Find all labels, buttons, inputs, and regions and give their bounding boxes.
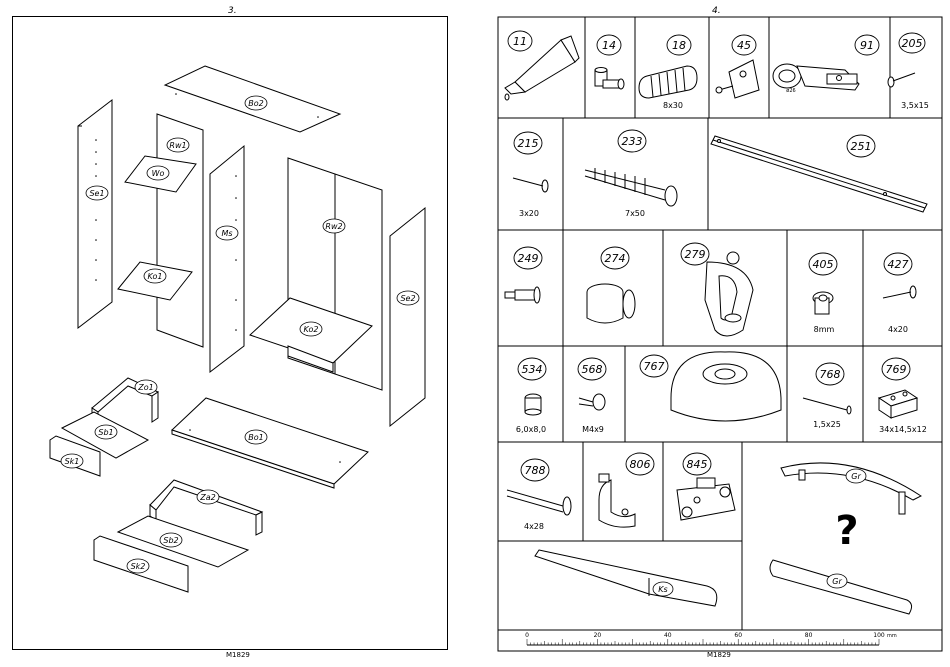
ruler-label: 20 xyxy=(594,632,602,639)
ruler-label: 100 xyxy=(873,632,885,639)
hardware-number: 14 xyxy=(602,39,616,52)
hardware-number: 806 xyxy=(630,458,651,471)
part-label: Zo1 xyxy=(137,383,153,392)
threaded-insert-icon xyxy=(525,394,541,415)
part-label: Bo1 xyxy=(248,433,263,442)
screw-icon xyxy=(513,178,548,192)
machine-screw-icon xyxy=(579,394,605,410)
hardware-number: 279 xyxy=(685,248,706,261)
hardware-number: 427 xyxy=(888,258,909,271)
ruler-label: 40 xyxy=(664,632,672,639)
hardware-dimension: 4x20 xyxy=(888,325,908,334)
hardware-dimension: 1,5x25 xyxy=(813,420,841,429)
ruler-label: 80 xyxy=(805,632,813,639)
hardware-number: 767 xyxy=(644,360,665,373)
hardware-number: 215 xyxy=(518,137,539,150)
screw-icon xyxy=(507,490,571,515)
hardware-number: 18 xyxy=(672,39,686,52)
hanging-rod-icon xyxy=(535,550,717,606)
hardware-number: 91 xyxy=(860,39,874,52)
connector-block-icon xyxy=(879,390,917,418)
part-label: Sk2 xyxy=(131,562,146,571)
expansion-screw-icon xyxy=(585,168,677,206)
hardware-number: 405 xyxy=(813,258,834,271)
furniture-foot-icon xyxy=(671,352,781,421)
hardware-dimension: 34x14,5x12 xyxy=(879,425,927,434)
part-se1 xyxy=(78,100,112,328)
hardware-number: 769 xyxy=(886,363,907,376)
part-label: Rw1 xyxy=(169,141,186,150)
hardware-dimension: 3x20 xyxy=(519,209,539,218)
shelf-bracket-icon xyxy=(716,60,759,98)
hardware-dimension: 8x30 xyxy=(663,101,683,110)
question-mark: ? xyxy=(835,508,858,554)
part-label: Bo2 xyxy=(248,99,263,108)
hardware-table: 11 14 18 45 91 205 215 233 251 249 274 2… xyxy=(475,0,950,667)
hardware-number: 11 xyxy=(513,35,527,48)
door-stop-icon xyxy=(599,474,635,527)
part-label: Se2 xyxy=(400,294,415,303)
hardware-number: 249 xyxy=(518,252,539,265)
rod-label: Ks xyxy=(658,585,667,594)
hardware-number: 845 xyxy=(687,458,708,471)
hardware-number: 768 xyxy=(820,368,841,381)
spacer-sleeve-icon xyxy=(813,292,833,314)
part-label: Ko1 xyxy=(148,272,163,281)
hardware-number: 568 xyxy=(582,363,603,376)
handle-label: Gr xyxy=(832,577,842,586)
ruler-label: 0 xyxy=(525,632,529,639)
connector-bolt-icon xyxy=(505,287,540,303)
part-label: Sk1 xyxy=(65,457,80,466)
handle-label: Gr xyxy=(851,472,861,481)
hinge-diameter: ø26 xyxy=(786,88,795,94)
cabinet-hinge-icon xyxy=(773,64,859,90)
drawer-rail-icon xyxy=(711,136,927,212)
part-label: Sb2 xyxy=(163,536,178,545)
hardware-number: 274 xyxy=(605,252,626,265)
part-label: Ms xyxy=(221,229,232,238)
part-label: Sb1 xyxy=(98,428,113,437)
ruler-unit: mm xyxy=(887,633,897,639)
cam-lock-icon xyxy=(587,284,635,323)
hardware-number: 233 xyxy=(622,135,643,148)
cam-pin-icon xyxy=(595,68,624,90)
hardware-number: 205 xyxy=(902,37,923,50)
hardware-number: 45 xyxy=(737,39,751,52)
part-ms xyxy=(210,146,244,372)
part-label: Ko2 xyxy=(304,325,319,334)
hinge-mount-plate-icon xyxy=(677,478,735,520)
hardware-dimension: M4x9 xyxy=(582,425,604,434)
hardware-number: 251 xyxy=(851,140,872,153)
screw-icon xyxy=(888,73,915,87)
hardware-dimension: 7x50 xyxy=(625,209,645,218)
hardware-dimension: 3,5x15 xyxy=(901,101,929,110)
hardware-number: 534 xyxy=(522,363,543,376)
part-label: Wo xyxy=(152,169,165,178)
part-label: Za2 xyxy=(199,493,215,502)
right-page: 4. M1829 xyxy=(475,0,950,667)
nail-icon xyxy=(803,398,851,414)
hardware-dimension: 4x28 xyxy=(524,522,544,531)
part-se2 xyxy=(390,208,425,426)
ruler-label: 60 xyxy=(734,632,742,639)
hardware-dimension: 6,0x8,0 xyxy=(516,425,546,434)
hanger-rail-support-icon xyxy=(705,252,753,336)
wooden-dowel-icon xyxy=(639,66,697,98)
part-label: Rw2 xyxy=(325,222,342,231)
screw-icon xyxy=(883,286,916,298)
left-page: 3. M1829 xyxy=(0,0,475,667)
exploded-assembly-diagram: Bo2 Rw1 Wo Se1 Ms Rw2 Ko1 Ko2 Se2 Zo1 Sb… xyxy=(0,0,475,667)
part-label: Se1 xyxy=(89,189,104,198)
hardware-dimension: 8mm xyxy=(814,325,835,334)
hardware-number: 788 xyxy=(525,464,546,477)
